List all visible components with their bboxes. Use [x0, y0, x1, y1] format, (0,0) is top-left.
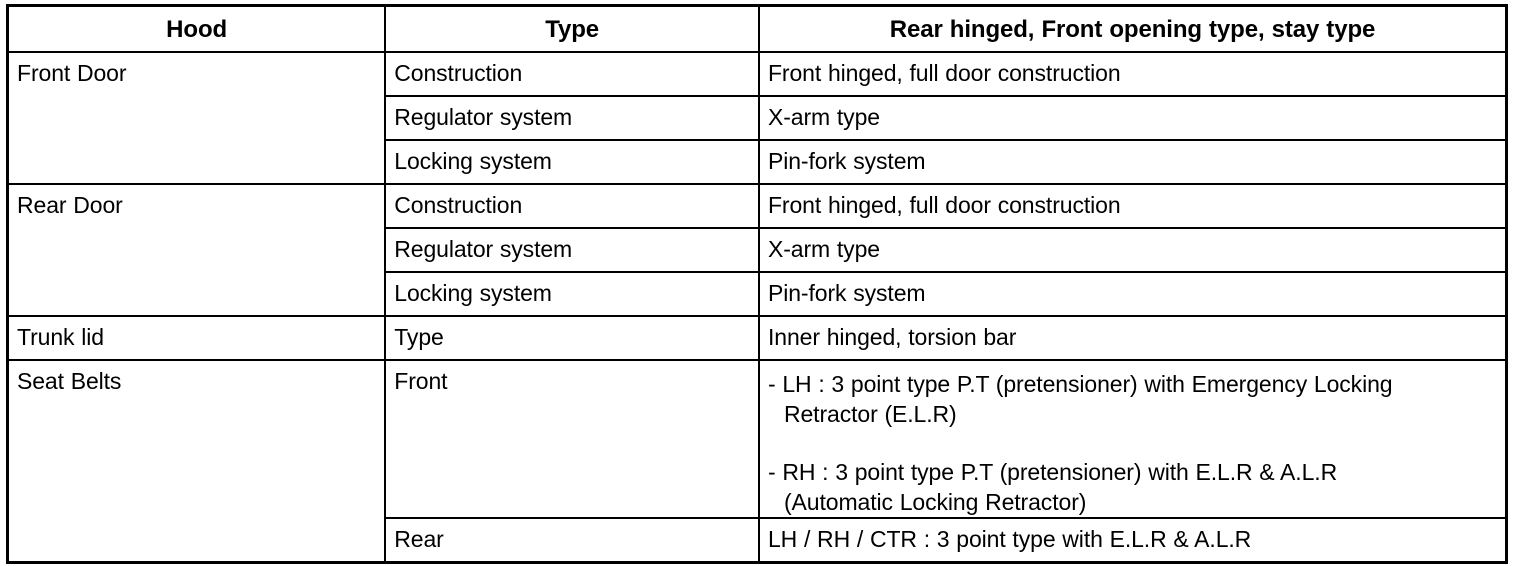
- table-row: Locking system Pin-fork system: [8, 139, 1508, 185]
- sub-label-construction: Construction: [384, 51, 760, 97]
- table-row: Rear Door Construction Front hinged, ful…: [6, 183, 1508, 317]
- value-construction: Front hinged, full door construction: [757, 51, 1508, 97]
- value-regulator-system: X-arm type: [757, 95, 1508, 141]
- value-regulator-system: X-arm type: [757, 227, 1508, 273]
- value-seat-belt-rear: LH / RH / CTR : 3 point type with E.L.R …: [757, 517, 1508, 564]
- body-specifications-table: Hood Type Rear hinged, Front opening typ…: [6, 4, 1508, 564]
- table-row: Regulator system X-arm type: [8, 227, 1508, 273]
- sub-label-front: Front: [384, 359, 760, 519]
- value-locking-system: Pin-fork system: [757, 271, 1508, 317]
- sub-label-type: Type: [384, 315, 760, 361]
- group-label-trunk-lid: Trunk lid: [6, 315, 387, 361]
- value-construction: Front hinged, full door construction: [757, 183, 1508, 229]
- group-label-rear-door: Rear Door: [6, 183, 387, 317]
- column-header-description: Rear hinged, Front opening type, stay ty…: [757, 4, 1508, 53]
- specifications-table-container: Hood Type Rear hinged, Front opening typ…: [6, 4, 1508, 564]
- column-header-type: Type: [384, 4, 760, 53]
- list-item: - LH : 3 point type P.T (pretensioner) w…: [767, 371, 1393, 427]
- sub-label-regulator-system: Regulator system: [384, 95, 760, 141]
- list-item: - RH : 3 point type P.T (pretensioner) w…: [767, 459, 1338, 515]
- table-row: Front Door Construction Front hinged, fu…: [6, 51, 1508, 185]
- sub-label-locking-system: Locking system: [384, 139, 760, 185]
- list-spacer: [768, 429, 1505, 457]
- table-row: Rear LH / RH / CTR : 3 point type with E…: [8, 517, 1508, 564]
- table-header: Hood Type Rear hinged, Front opening typ…: [6, 4, 1508, 53]
- sub-label-rear: Rear: [384, 517, 760, 564]
- value-trunk-lid-type: Inner hinged, torsion bar: [757, 315, 1508, 361]
- table-row: Trunk lid Type Inner hinged, torsion bar: [6, 315, 1508, 361]
- table-header-row: Hood Type Rear hinged, Front opening typ…: [6, 4, 1508, 53]
- column-header-hood: Hood: [6, 4, 387, 53]
- group-label-front-door: Front Door: [6, 51, 387, 185]
- table-row: Regulator system X-arm type: [8, 95, 1508, 141]
- value-seat-belt-front: - LH : 3 point type P.T (pretensioner) w…: [757, 359, 1508, 519]
- seat-belt-front-list: - LH : 3 point type P.T (pretensioner) w…: [768, 361, 1505, 517]
- value-locking-system: Pin-fork system: [757, 139, 1508, 185]
- table-row: Locking system Pin-fork system: [8, 271, 1508, 317]
- group-label-seat-belts: Seat Belts: [6, 359, 387, 564]
- sub-label-locking-system: Locking system: [384, 271, 760, 317]
- sub-label-regulator-system: Regulator system: [384, 227, 760, 273]
- sub-label-construction: Construction: [384, 183, 760, 229]
- table-row: Seat Belts Front - LH : 3 point type P.T…: [6, 359, 1508, 564]
- table-body: Front Door Construction Front hinged, fu…: [6, 51, 1508, 564]
